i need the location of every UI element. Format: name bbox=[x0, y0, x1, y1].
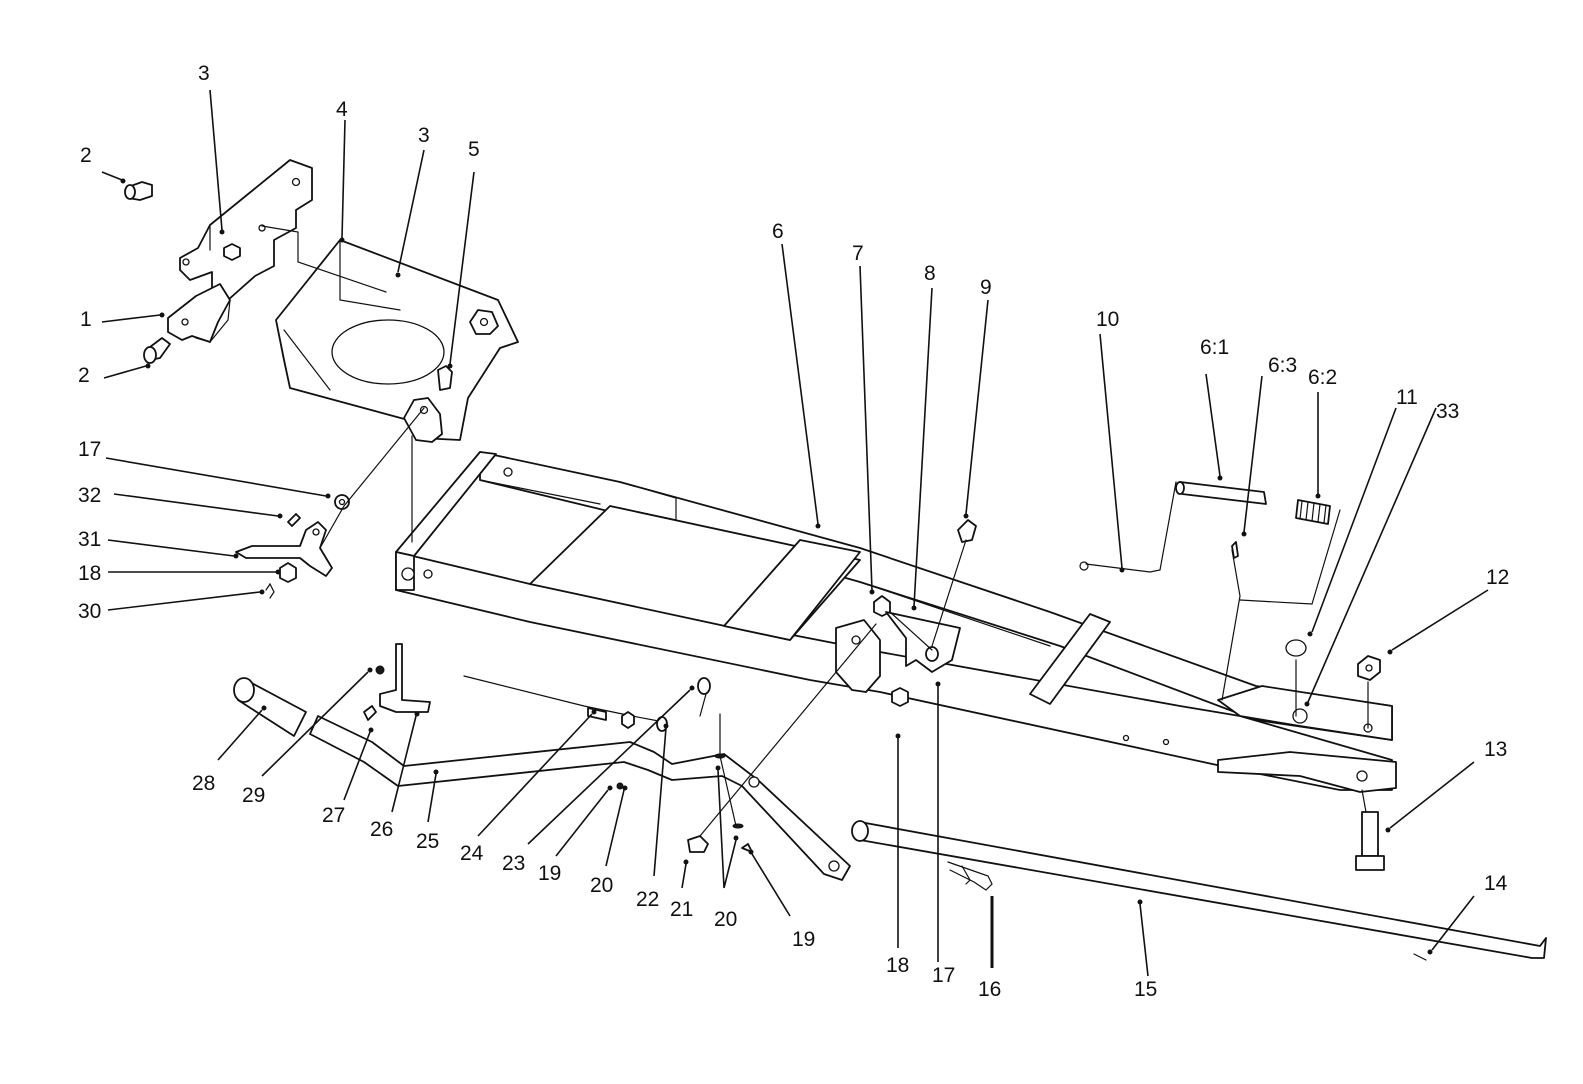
bolt-lower bbox=[143, 337, 171, 364]
nut-12 bbox=[1357, 655, 1381, 681]
callout-20-left: 20 bbox=[590, 874, 613, 897]
callout-23: 23 bbox=[502, 852, 525, 875]
callout-labels: 3 2 4 3 5 1 2 17 32 31 18 30 6 7 8 9 10 … bbox=[78, 62, 1509, 1001]
hairpin-16 bbox=[947, 861, 993, 891]
callout-2-lower: 2 bbox=[78, 364, 90, 387]
callout-29: 29 bbox=[242, 784, 265, 807]
assembly-line-10 bbox=[719, 713, 737, 827]
callout-30: 30 bbox=[78, 600, 101, 623]
callout-18-lower: 18 bbox=[886, 954, 909, 977]
handle-lever bbox=[309, 715, 851, 881]
assembly-line-4 bbox=[699, 623, 877, 837]
rod-10 bbox=[1079, 481, 1177, 573]
lever-bracket bbox=[379, 643, 431, 713]
handle-grip bbox=[233, 677, 307, 737]
washer-20a bbox=[616, 782, 624, 790]
callout-24: 24 bbox=[460, 842, 484, 865]
nut-18-upper bbox=[279, 562, 297, 583]
spring-6-2 bbox=[1295, 499, 1331, 525]
callout-17-upper: 17 bbox=[78, 438, 101, 461]
assembly-line-2 bbox=[319, 407, 425, 549]
pin-32 bbox=[287, 513, 301, 527]
pin-6-3 bbox=[1231, 541, 1239, 559]
callout-27: 27 bbox=[322, 804, 345, 827]
callout-28: 28 bbox=[192, 772, 215, 795]
callout-15: 15 bbox=[1134, 978, 1157, 1001]
callout-6-1: 6:1 bbox=[1200, 336, 1229, 359]
callout-20-right: 20 bbox=[714, 908, 737, 931]
callout-1: 1 bbox=[80, 308, 92, 331]
nut-18-lower bbox=[891, 687, 909, 707]
callout-6: 6 bbox=[772, 220, 784, 243]
callout-11: 11 bbox=[1396, 386, 1418, 409]
bolt-21 bbox=[687, 835, 709, 853]
bolt-upper bbox=[124, 181, 153, 201]
lower-bracket bbox=[167, 283, 231, 343]
callout-2-upper: 2 bbox=[80, 144, 92, 167]
washer-20c bbox=[732, 823, 744, 829]
callout-18-upper: 18 bbox=[78, 562, 101, 585]
callout-5: 5 bbox=[468, 138, 480, 161]
callout-16: 16 bbox=[978, 978, 1001, 1001]
callout-33: 33 bbox=[1436, 400, 1459, 423]
callout-26: 26 bbox=[370, 818, 393, 841]
callout-4: 4 bbox=[336, 98, 348, 121]
callout-9: 9 bbox=[980, 276, 992, 299]
plate-33 bbox=[1239, 509, 1341, 605]
plate-bolt bbox=[437, 365, 453, 391]
assembly-line-5 bbox=[889, 539, 967, 651]
plug-11 bbox=[1285, 639, 1307, 657]
callout-3-right: 3 bbox=[418, 124, 430, 147]
main-frame bbox=[395, 451, 1397, 793]
callout-32: 32 bbox=[78, 484, 101, 507]
mounting-bracket bbox=[179, 159, 313, 343]
pin-6-1 bbox=[1175, 481, 1267, 505]
callout-6-2: 6:2 bbox=[1308, 366, 1337, 389]
bolt-9 bbox=[957, 519, 977, 543]
assembly-line-9 bbox=[1361, 789, 1367, 813]
callout-21: 21 bbox=[670, 898, 693, 921]
callout-19-left: 19 bbox=[538, 862, 561, 885]
eye-23 bbox=[697, 677, 711, 717]
knob-29 bbox=[375, 665, 385, 675]
callout-25: 25 bbox=[416, 830, 439, 853]
callout-8: 8 bbox=[924, 262, 936, 285]
callout-6-3: 6:3 bbox=[1268, 354, 1297, 377]
callout-10: 10 bbox=[1096, 308, 1119, 331]
idler-bracket bbox=[835, 595, 891, 693]
callout-22: 22 bbox=[636, 888, 659, 911]
callout-31: 31 bbox=[78, 528, 101, 551]
rod-15 bbox=[851, 820, 1547, 959]
leader-lines bbox=[101, 89, 1489, 977]
callout-17-lower: 17 bbox=[932, 964, 955, 987]
bolt-13 bbox=[1355, 811, 1385, 871]
pin-14 bbox=[1413, 953, 1427, 961]
callout-13: 13 bbox=[1484, 738, 1507, 761]
callout-12: 12 bbox=[1486, 566, 1509, 589]
assembly-line-1 bbox=[261, 225, 387, 293]
bolt-27 bbox=[363, 705, 377, 721]
callout-7: 7 bbox=[852, 242, 864, 265]
spring-30 bbox=[265, 582, 275, 599]
callout-14: 14 bbox=[1484, 872, 1508, 895]
engine-mount-plate bbox=[275, 239, 519, 443]
assembly-line-6 bbox=[1221, 549, 1241, 701]
callout-19-right: 19 bbox=[792, 928, 815, 951]
nut-bracket bbox=[223, 243, 241, 261]
callout-3-upper: 3 bbox=[198, 62, 210, 85]
nut-19 bbox=[621, 711, 635, 729]
